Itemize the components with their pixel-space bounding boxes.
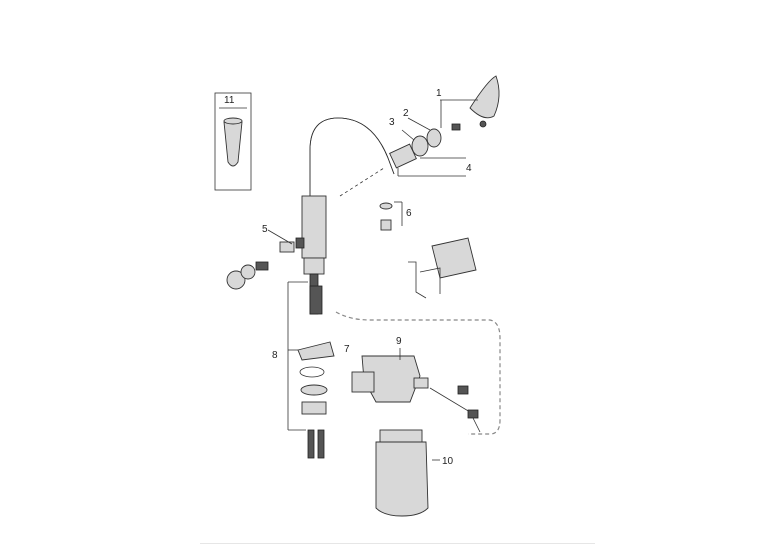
bottom-divider [200, 543, 595, 544]
mounting-kit [287, 281, 335, 459]
callout-4: 4 [466, 163, 472, 174]
part-11-inset [214, 92, 252, 191]
callout-11: 11 [224, 95, 235, 106]
callout-9: 9 [396, 336, 402, 347]
callout-1: 1 [436, 88, 442, 99]
filter-cartridge-10 [375, 429, 440, 517]
callout-6: 6 [406, 208, 412, 219]
aerator-6 [379, 201, 403, 231]
callout-3: 3 [389, 117, 395, 128]
callout-5: 5 [262, 224, 268, 235]
faucet-body [301, 117, 395, 315]
ring-2 [426, 128, 442, 148]
filter-head-9 [351, 348, 481, 433]
cartridge-3 [389, 143, 417, 169]
callout-2: 2 [403, 108, 409, 119]
handle-assembly [389, 75, 500, 177]
callout-8: 8 [272, 350, 278, 361]
callout-10: 10 [442, 456, 454, 467]
side-parts-5 [226, 229, 305, 290]
mounting-bracket [408, 237, 477, 299]
spare-cartridge-11 [223, 118, 243, 167]
lever-handle-1 [469, 75, 500, 119]
callout-7: 7 [344, 344, 350, 355]
